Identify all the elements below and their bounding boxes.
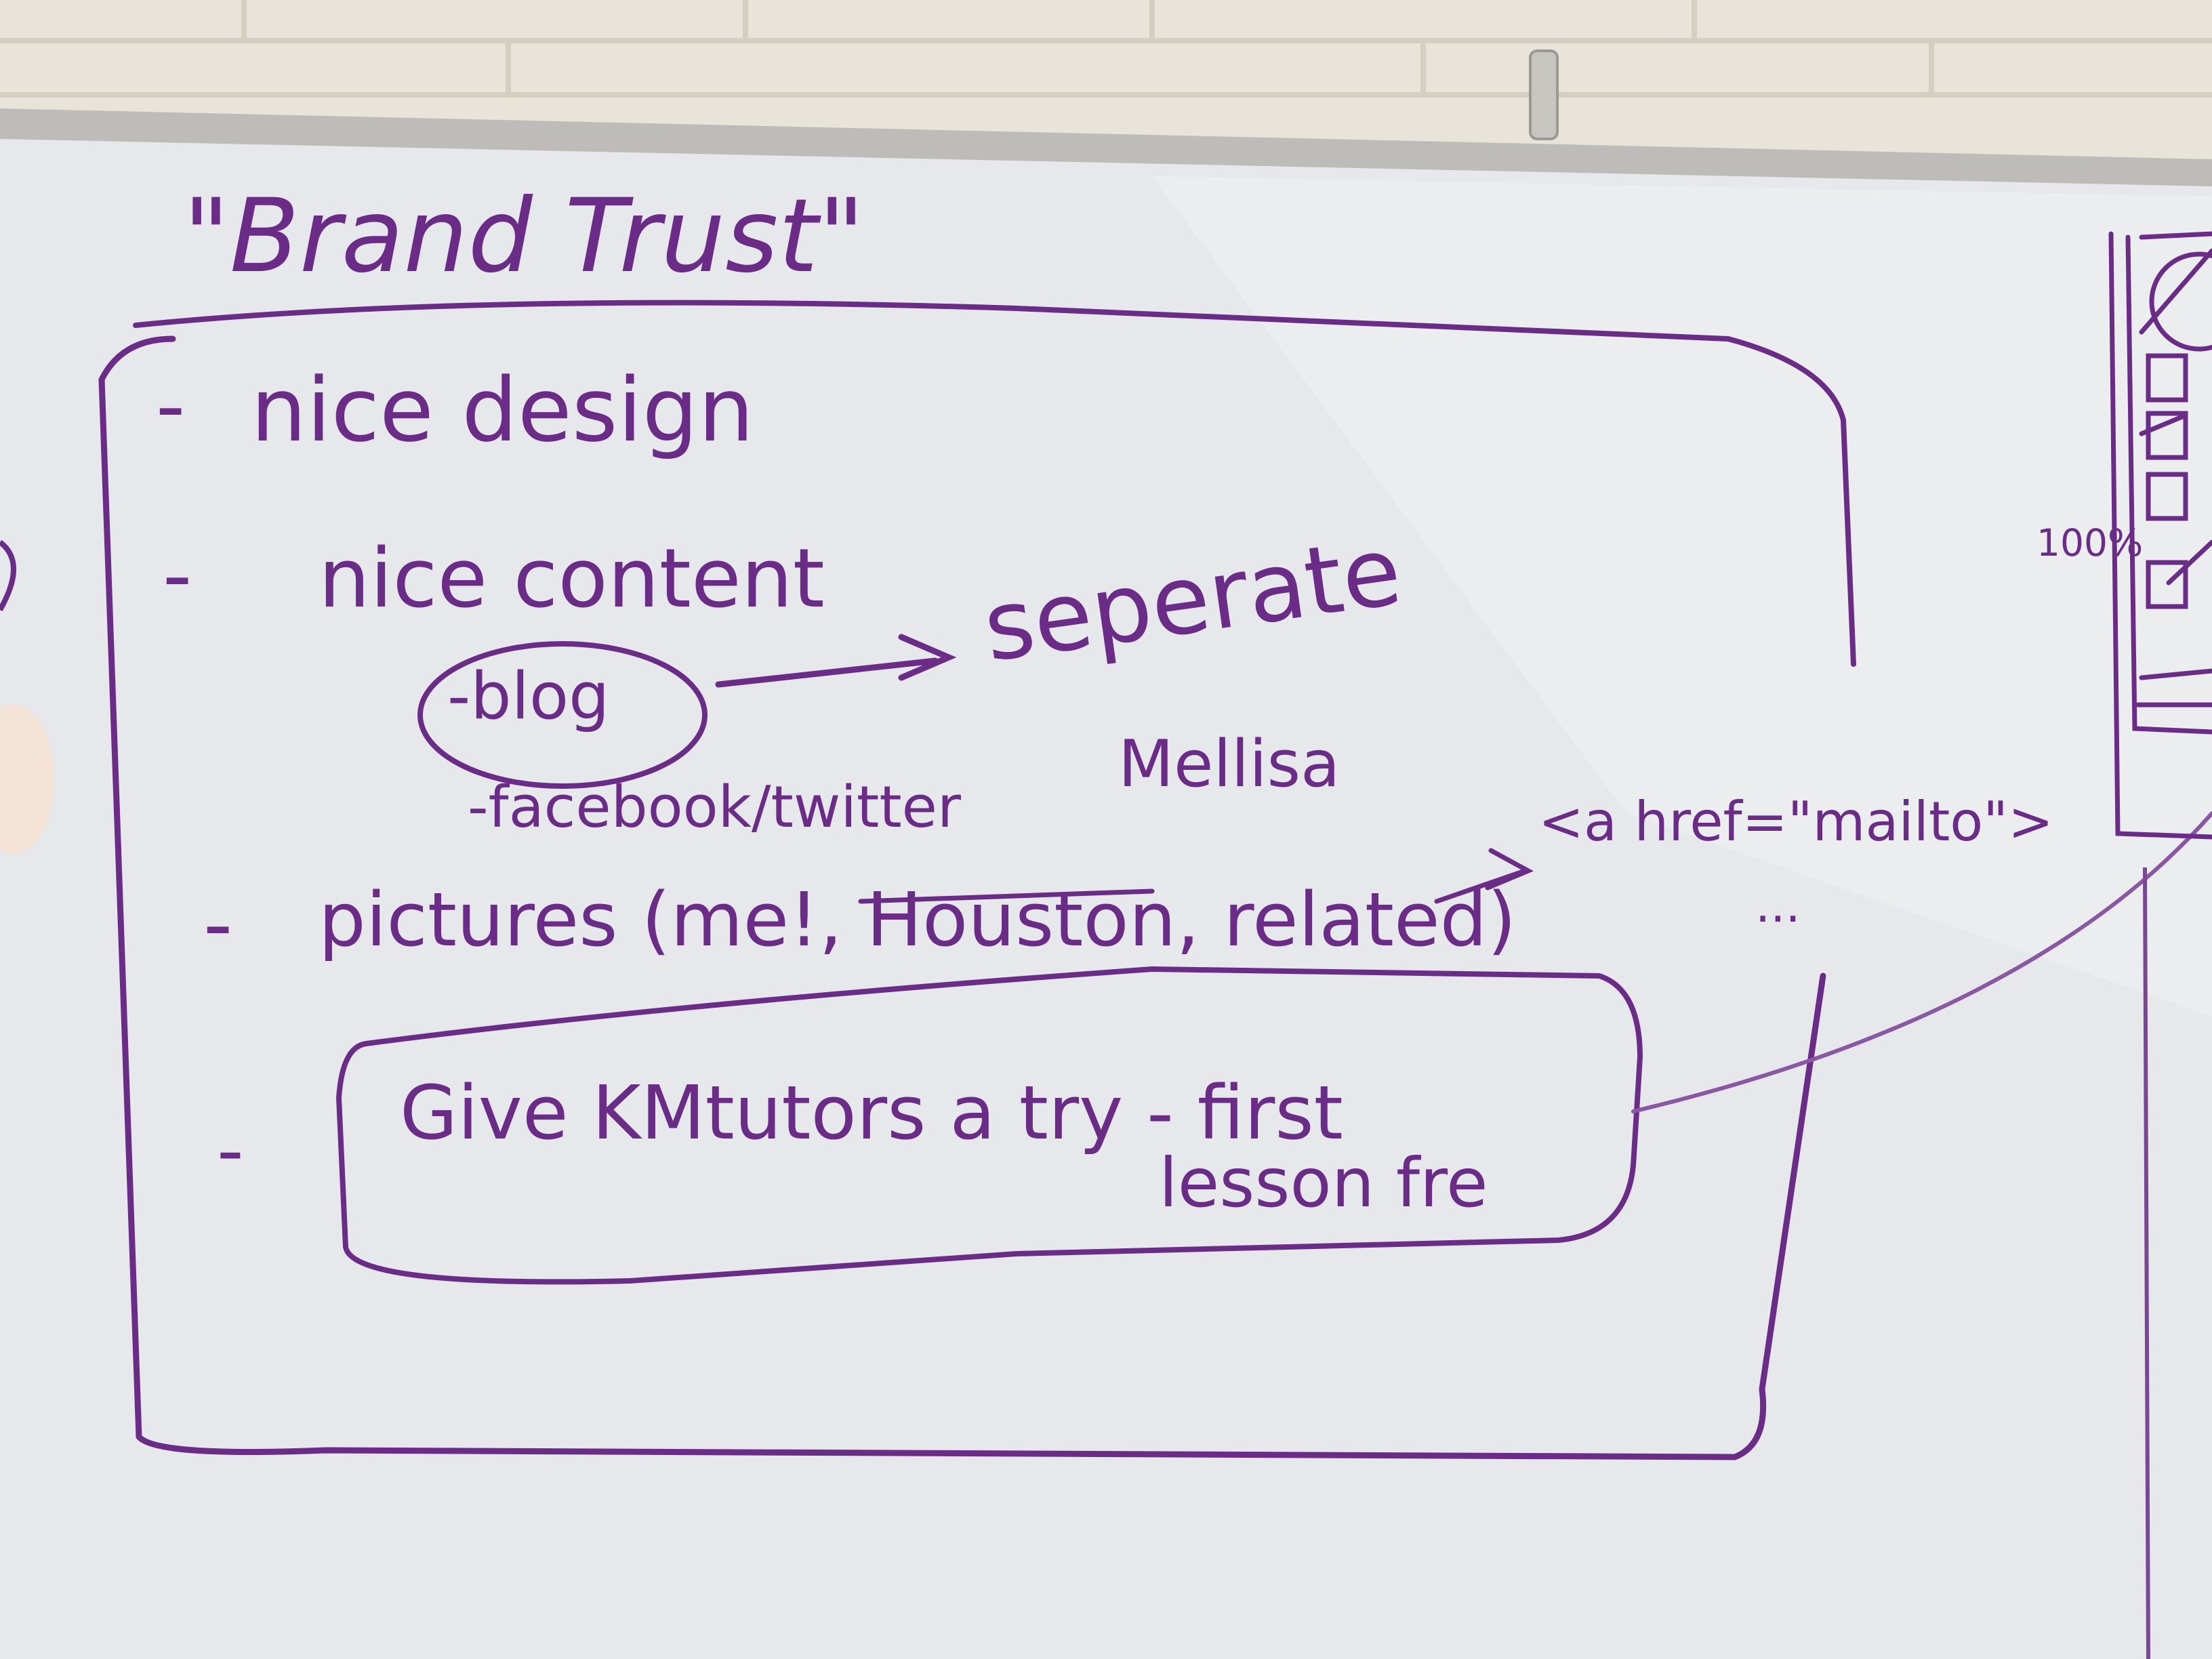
mortar-lines xyxy=(0,0,2212,98)
blog-circle xyxy=(417,641,708,789)
right-edge-line xyxy=(2143,867,2150,1659)
annotation-mailto: <a href="mailto"> xyxy=(1538,790,2053,853)
cta-line-1: Give KMtutors a try - first xyxy=(400,1069,1343,1156)
bullet-dash-4: - xyxy=(217,1107,244,1193)
item-nice-content: nice content xyxy=(319,532,825,626)
item-nice-design: nice design xyxy=(251,359,754,462)
board-glare xyxy=(1152,176,2212,1017)
arrow-to-seperate xyxy=(715,634,957,688)
outer-box xyxy=(98,335,1826,1460)
annotation-mellisa: Mellisa xyxy=(1118,727,1340,802)
connector-line xyxy=(1631,811,2212,1113)
cta-box xyxy=(336,966,1643,1285)
cta-line-2: lesson fre xyxy=(1159,1143,1488,1223)
sub-item-social: -facebook/twitter xyxy=(468,774,961,841)
sub-item-blog: -blog xyxy=(447,659,609,734)
annotation-percent: 100% xyxy=(2036,521,2143,565)
light-reflection xyxy=(0,705,54,854)
bullet-dash-3: - xyxy=(203,878,232,972)
bullet-dash-1: - xyxy=(156,359,185,453)
brick-wall xyxy=(0,0,2212,136)
left-edge-mark xyxy=(0,539,16,611)
board-hanger xyxy=(1529,49,1559,140)
board-title: "Brand Trust" xyxy=(183,178,865,295)
annotation-ellipsis: ... xyxy=(1755,878,1801,933)
bullet-dash-2: - xyxy=(163,529,192,623)
item-pictures: pictures (me!, Houston, related) xyxy=(319,876,1516,963)
wireframe-sketch xyxy=(2108,231,2212,840)
outer-box-top xyxy=(133,300,1856,667)
strikethrough-houston xyxy=(858,888,1155,904)
arrow-to-mailto xyxy=(1434,848,1534,904)
